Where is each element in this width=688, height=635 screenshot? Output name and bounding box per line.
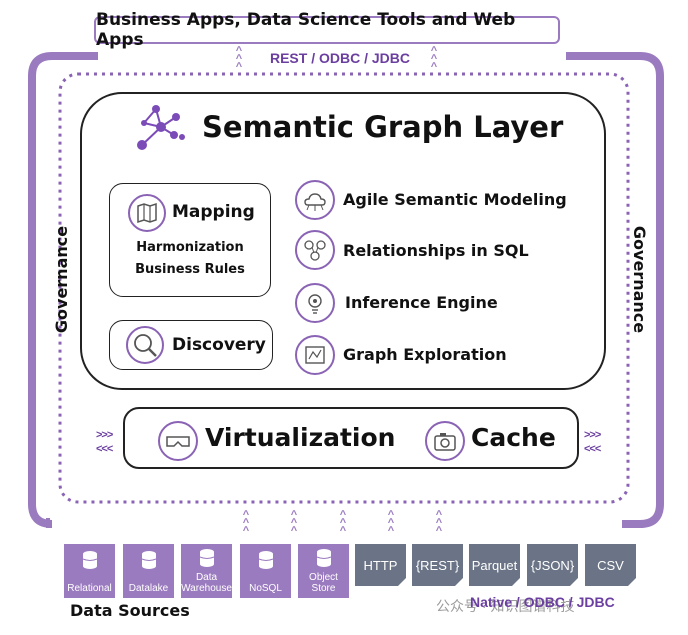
vr-headset-icon	[158, 421, 198, 461]
up-arrows-icon: ^^^	[435, 509, 443, 537]
up-arrows-icon: ^^^	[339, 509, 347, 537]
source-tile: NoSQL	[240, 544, 291, 598]
data-sources-caption: Data Sources	[70, 601, 190, 620]
semantic-layer-title: Semantic Graph Layer	[202, 110, 564, 144]
virtualization-label: Virtualization	[205, 423, 396, 452]
database-icon	[258, 551, 273, 569]
source-tile: Relational	[64, 544, 115, 598]
up-arrows-icon: ^^^	[290, 509, 298, 537]
up-arrows-icon: ^^^	[235, 45, 243, 73]
map-explore-icon	[295, 335, 335, 375]
capability-label: Graph Exploration	[343, 345, 507, 364]
discovery-label: Discovery	[172, 335, 266, 355]
source-tile: Datalake	[123, 544, 174, 598]
format-tile: {REST}	[412, 544, 463, 586]
native-label: Native / ODBC / JDBC	[470, 594, 615, 610]
governance-right: Governance	[630, 225, 650, 334]
right-arrows-icon: >>><<<	[584, 429, 601, 455]
governance-left: Governance	[52, 225, 72, 334]
cache-label: Cache	[471, 423, 556, 452]
format-tile: HTTP	[355, 544, 406, 586]
semantic-layer-box	[80, 92, 606, 390]
governance-frame	[28, 52, 664, 528]
up-arrows-icon: ^^^	[242, 509, 250, 537]
database-icon	[199, 549, 214, 567]
database-icon	[316, 549, 331, 567]
database-icon	[82, 551, 97, 569]
virtualization-box: Virtualization Cache	[123, 407, 579, 469]
discovery-box: Discovery	[109, 320, 273, 370]
apps-box: Business Apps, Data Science Tools and We…	[94, 10, 560, 50]
watermark: 公众号 · 知识图谱科技	[436, 598, 575, 614]
capability-label: Relationships in SQL	[343, 241, 529, 260]
up-arrows-icon: ^^^	[430, 45, 438, 73]
capability-label: Inference Engine	[345, 293, 498, 312]
map-icon	[128, 194, 166, 232]
mapping-line2: Business Rules	[135, 262, 245, 277]
mapping-title: Mapping	[172, 202, 255, 222]
lightbulb-icon	[295, 283, 335, 323]
mapping-line1: Harmonization	[136, 240, 244, 255]
left-arrows-icon: >>><<<	[96, 429, 113, 455]
api-label: REST / ODBC / JDBC	[269, 50, 410, 66]
database-icon	[141, 551, 156, 569]
source-tile: Data Warehouse	[181, 544, 232, 598]
cloud-network-icon	[295, 180, 335, 220]
mapping-box: Mapping Harmonization Business Rules	[109, 183, 271, 297]
source-tile: Object Store	[298, 544, 349, 598]
format-tile: CSV	[585, 544, 636, 586]
people-network-icon	[295, 230, 335, 270]
magnifier-icon	[126, 326, 164, 364]
format-tile: {JSON}	[527, 544, 578, 586]
camera-icon	[425, 421, 465, 461]
format-tile: Parquet	[469, 544, 520, 586]
graph-network-icon	[137, 105, 185, 150]
capability-label: Agile Semantic Modeling	[343, 190, 567, 209]
up-arrows-icon: ^^^	[387, 509, 395, 537]
apps-label: Business Apps, Data Science Tools and We…	[96, 10, 516, 50]
